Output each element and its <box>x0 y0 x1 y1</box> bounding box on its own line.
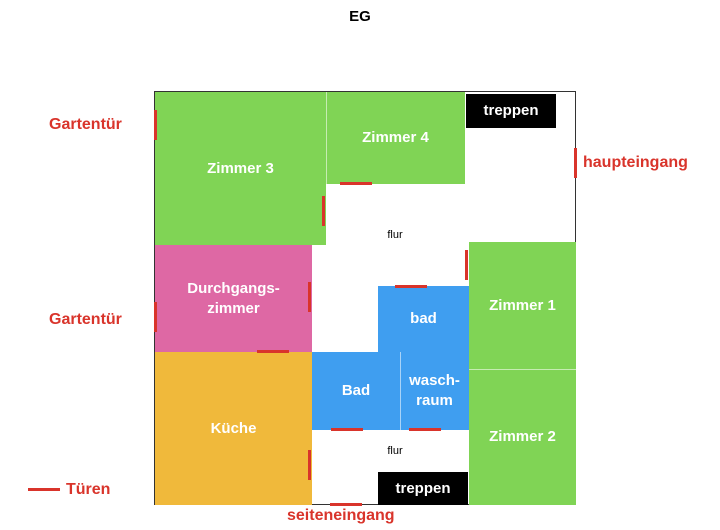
room-waschraum[interactable]: wasch- raum <box>400 352 469 430</box>
room-durchgangszimmer[interactable]: Durchgangs- zimmer <box>155 245 312 352</box>
room-zimmer-1[interactable]: Zimmer 1 <box>469 242 576 369</box>
room-bad-lower-label: Bad <box>341 382 371 399</box>
room-waschraum-label: wasch- raum <box>409 371 460 411</box>
room-durchgangszimmer-label: Durchgangs- zimmer <box>187 279 280 319</box>
room-durchgangszimmer-label-line1: Durchgangs- <box>187 279 280 297</box>
door-marker <box>395 285 427 288</box>
room-waschraum-label-line1: wasch- <box>409 372 460 389</box>
hallway-top-label: flur <box>387 229 403 241</box>
hallway-top: flur <box>345 224 445 246</box>
stairs-bottom-label: treppen <box>395 479 451 497</box>
room-zimmer-3-label: Zimmer 3 <box>207 159 274 177</box>
door-marker <box>330 503 362 506</box>
room-waschraum-label-line2: raum <box>416 392 453 409</box>
floor-title: EG <box>349 8 371 25</box>
floor-plan: Zimmer 3 Zimmer 4 treppen flur Durchgang… <box>154 91 577 506</box>
room-divider <box>326 92 327 184</box>
door-marker <box>308 450 311 480</box>
door-marker <box>257 350 289 353</box>
room-kueche[interactable]: Küche <box>155 352 312 505</box>
door-marker <box>308 282 311 312</box>
room-bad-upper[interactable]: bad <box>378 286 469 352</box>
door-marker <box>154 110 157 140</box>
room-divider <box>469 369 576 370</box>
legend-door-marker <box>28 488 60 491</box>
label-gartentuer-top: Gartentür <box>49 116 122 133</box>
stairs-bottom[interactable]: treppen <box>378 472 468 505</box>
room-bad-lower[interactable]: Bad <box>312 352 400 430</box>
door-marker <box>340 182 372 185</box>
room-durchgangszimmer-label-line2: zimmer <box>207 299 260 317</box>
room-zimmer-1-label: Zimmer 1 <box>489 296 556 314</box>
hallway-bottom: flur <box>345 440 445 462</box>
door-marker <box>574 148 577 178</box>
door-marker <box>331 428 363 431</box>
room-kueche-label: Küche <box>210 419 257 437</box>
stairs-top-label: treppen <box>483 102 539 119</box>
room-zimmer-2-label: Zimmer 2 <box>489 428 556 445</box>
legend-doors-label: Türen <box>66 481 111 498</box>
room-zimmer-2[interactable]: Zimmer 2 <box>469 369 576 505</box>
room-bad-upper-label: bad <box>410 310 437 327</box>
room-zimmer-4[interactable]: Zimmer 4 <box>326 92 465 184</box>
door-marker <box>154 302 157 332</box>
door-marker <box>409 428 441 431</box>
room-zimmer-3[interactable]: Zimmer 3 <box>155 92 326 245</box>
stairs-top[interactable]: treppen <box>466 94 556 128</box>
hallway-bottom-label: flur <box>387 445 403 457</box>
room-divider <box>400 352 401 430</box>
label-gartentuer-middle: Gartentür <box>49 311 122 328</box>
door-marker <box>322 196 325 226</box>
label-seiteneingang: seiteneingang <box>287 507 395 524</box>
room-zimmer-4-label: Zimmer 4 <box>362 129 429 146</box>
label-haupteingang: haupteingang <box>583 154 688 171</box>
door-marker <box>465 250 468 280</box>
